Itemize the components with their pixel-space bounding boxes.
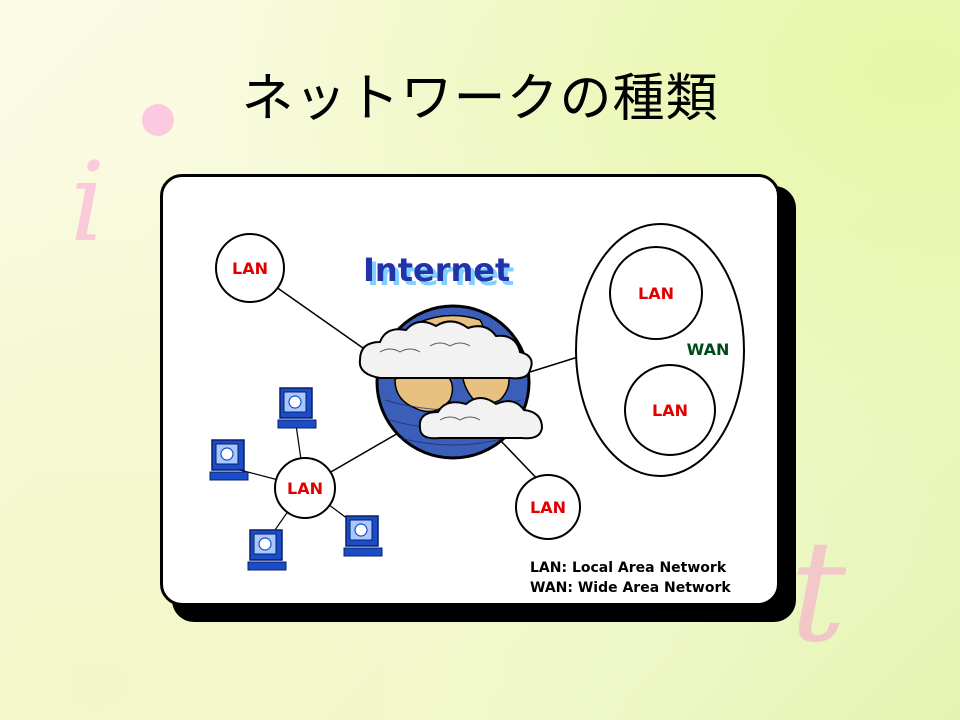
watermark-dot	[142, 104, 174, 136]
lan-label: LAN	[652, 401, 688, 420]
internet-label-shadow: Internet	[367, 255, 514, 293]
computer-icon	[277, 387, 317, 429]
watermark-letter-t: t	[790, 511, 847, 674]
computer-icon	[247, 529, 287, 571]
cloud-shape	[418, 397, 544, 440]
lan-node-wan-bottom: LAN	[624, 364, 716, 456]
lan-node-bottom: LAN	[515, 474, 581, 540]
lan-node-hub: LAN	[274, 457, 336, 519]
computer-icon	[209, 439, 249, 481]
computer-icon	[343, 515, 383, 557]
lan-label: LAN	[287, 479, 323, 498]
legend-wan: WAN: Wide Area Network	[530, 580, 731, 596]
lan-node-top-left: LAN	[215, 233, 285, 303]
wan-label: WAN	[687, 340, 730, 359]
internet-label: Internet	[363, 251, 510, 289]
watermark-letter: i	[70, 138, 105, 266]
lan-label: LAN	[530, 498, 566, 517]
lan-label: LAN	[232, 259, 268, 278]
lan-label: LAN	[638, 284, 674, 303]
slide-title: ネットワークの種類	[241, 69, 719, 129]
link-wan	[529, 356, 579, 373]
cloud-shape	[358, 320, 533, 380]
internet-globe-icon	[358, 304, 544, 460]
legend-lan: LAN: Local Area Network	[530, 560, 727, 576]
lan-node-wan-top: LAN	[609, 246, 703, 340]
